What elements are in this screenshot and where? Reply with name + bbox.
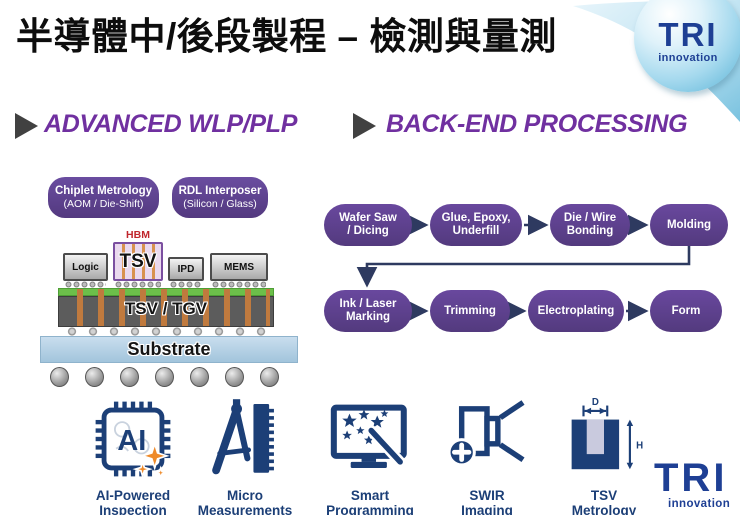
- bga-ball: [50, 367, 69, 387]
- chip-logic: Logic: [63, 253, 108, 281]
- chip-hbm-tsv: TSV: [113, 242, 163, 281]
- microbumps: [170, 281, 202, 288]
- right-section-heading: BACK-END PROCESSING: [386, 110, 688, 138]
- compass-ruler-icon: [212, 399, 274, 475]
- microbumps: [65, 281, 106, 288]
- badge-subtitle: (AOM / Die-Shift): [63, 198, 144, 211]
- bga-ball: [85, 367, 104, 387]
- flow-step-electroplating: Electroplating: [528, 290, 624, 332]
- flow-arrows: [356, 214, 691, 322]
- tri-logo-text: TRI: [658, 16, 718, 53]
- left-section-triangle-icon: [15, 113, 38, 139]
- swir-camera-icon: [447, 400, 525, 467]
- bga-ball: [120, 367, 139, 387]
- tri-logo-subtext: innovation: [658, 52, 718, 64]
- svg-text:D: D: [592, 398, 599, 408]
- flow-step-molding: Molding: [650, 204, 728, 246]
- feature-ai-powered-inspection: AI AI-Powered Inspection: [71, 398, 195, 515]
- tri-logo-top: TRI innovation: [634, 0, 740, 92]
- feature-label: AI-Powered Inspection: [95, 488, 171, 515]
- bga-ball: [225, 367, 244, 387]
- feature-swir-imaging: SWIR Imaging: [425, 398, 549, 515]
- interposer-label: TSV / TGV: [124, 299, 208, 318]
- backend-flowchart: Wafer Saw / Dicing Glue, Epoxy, Underfil…: [322, 196, 740, 344]
- badge-chiplet-metrology: Chiplet Metrology (AOM / Die-Shift): [48, 177, 159, 218]
- feature-smart-programming: Smart Programming: [308, 398, 432, 515]
- substrate-label: Substrate: [127, 339, 211, 359]
- bga-ball: [155, 367, 174, 387]
- flow-step-die-wire-bonding: Die / Wire Bonding: [550, 204, 630, 246]
- flow-step-wafer-saw-dicing: Wafer Saw / Dicing: [324, 204, 412, 246]
- hbm-label: HBM: [126, 229, 150, 241]
- microbumps: [212, 281, 266, 288]
- feature-label: Micro Measurements: [197, 488, 293, 515]
- badge-subtitle: (Silicon / Glass): [183, 198, 257, 211]
- chip-ipd: IPD: [168, 257, 204, 281]
- feature-label: Smart Programming: [326, 488, 414, 515]
- left-section-heading: ADVANCED WLP/PLP: [44, 110, 298, 138]
- solder-ball-row: [62, 327, 272, 336]
- svg-text:H: H: [636, 441, 643, 452]
- microbumps: [115, 281, 161, 288]
- bga-ball: [260, 367, 279, 387]
- chip-mems: MEMS: [210, 253, 268, 281]
- feature-tsv-metrology: D H TSV Metrology: [542, 397, 666, 515]
- flow-step-trimming: Trimming: [430, 290, 510, 332]
- substrate-layer: Substrate: [40, 336, 298, 363]
- monitor-wand-icon: [330, 404, 407, 468]
- copper-vias: [62, 289, 270, 326]
- feature-label: TSV Metrology: [571, 488, 637, 515]
- badge-rdl-interposer: RDL Interposer (Silicon / Glass): [172, 177, 268, 218]
- feature-micro-measurements: Micro Measurements: [183, 398, 307, 515]
- tsv-via-dimensions-icon: D H: [571, 397, 643, 470]
- tri-logo-subtext: innovation: [668, 498, 731, 510]
- tri-logo-bottom: TRI innovation: [654, 458, 740, 510]
- feature-label: SWIR Imaging: [461, 488, 513, 515]
- chip-stack-diagram: HBM Logic TSV IPD MEMS TSV / TGV Substra…: [36, 228, 308, 387]
- tri-logo-text: TRI: [654, 456, 728, 500]
- flow-step-form: Form: [650, 290, 722, 332]
- ai-chip-icon: AI: [95, 401, 171, 481]
- badge-title: RDL Interposer: [178, 184, 262, 197]
- flow-step-glue-epoxy-underfill: Glue, Epoxy, Underfill: [430, 204, 522, 246]
- svg-text:AI: AI: [117, 425, 146, 457]
- badge-title: Chiplet Metrology: [54, 184, 153, 197]
- page-title: 半導體中/後段製程 – 檢測與量測: [16, 16, 557, 57]
- bga-ball: [190, 367, 209, 387]
- right-section-triangle-icon: [353, 113, 376, 139]
- flow-step-ink-laser-marking: Ink / Laser Marking: [324, 290, 412, 332]
